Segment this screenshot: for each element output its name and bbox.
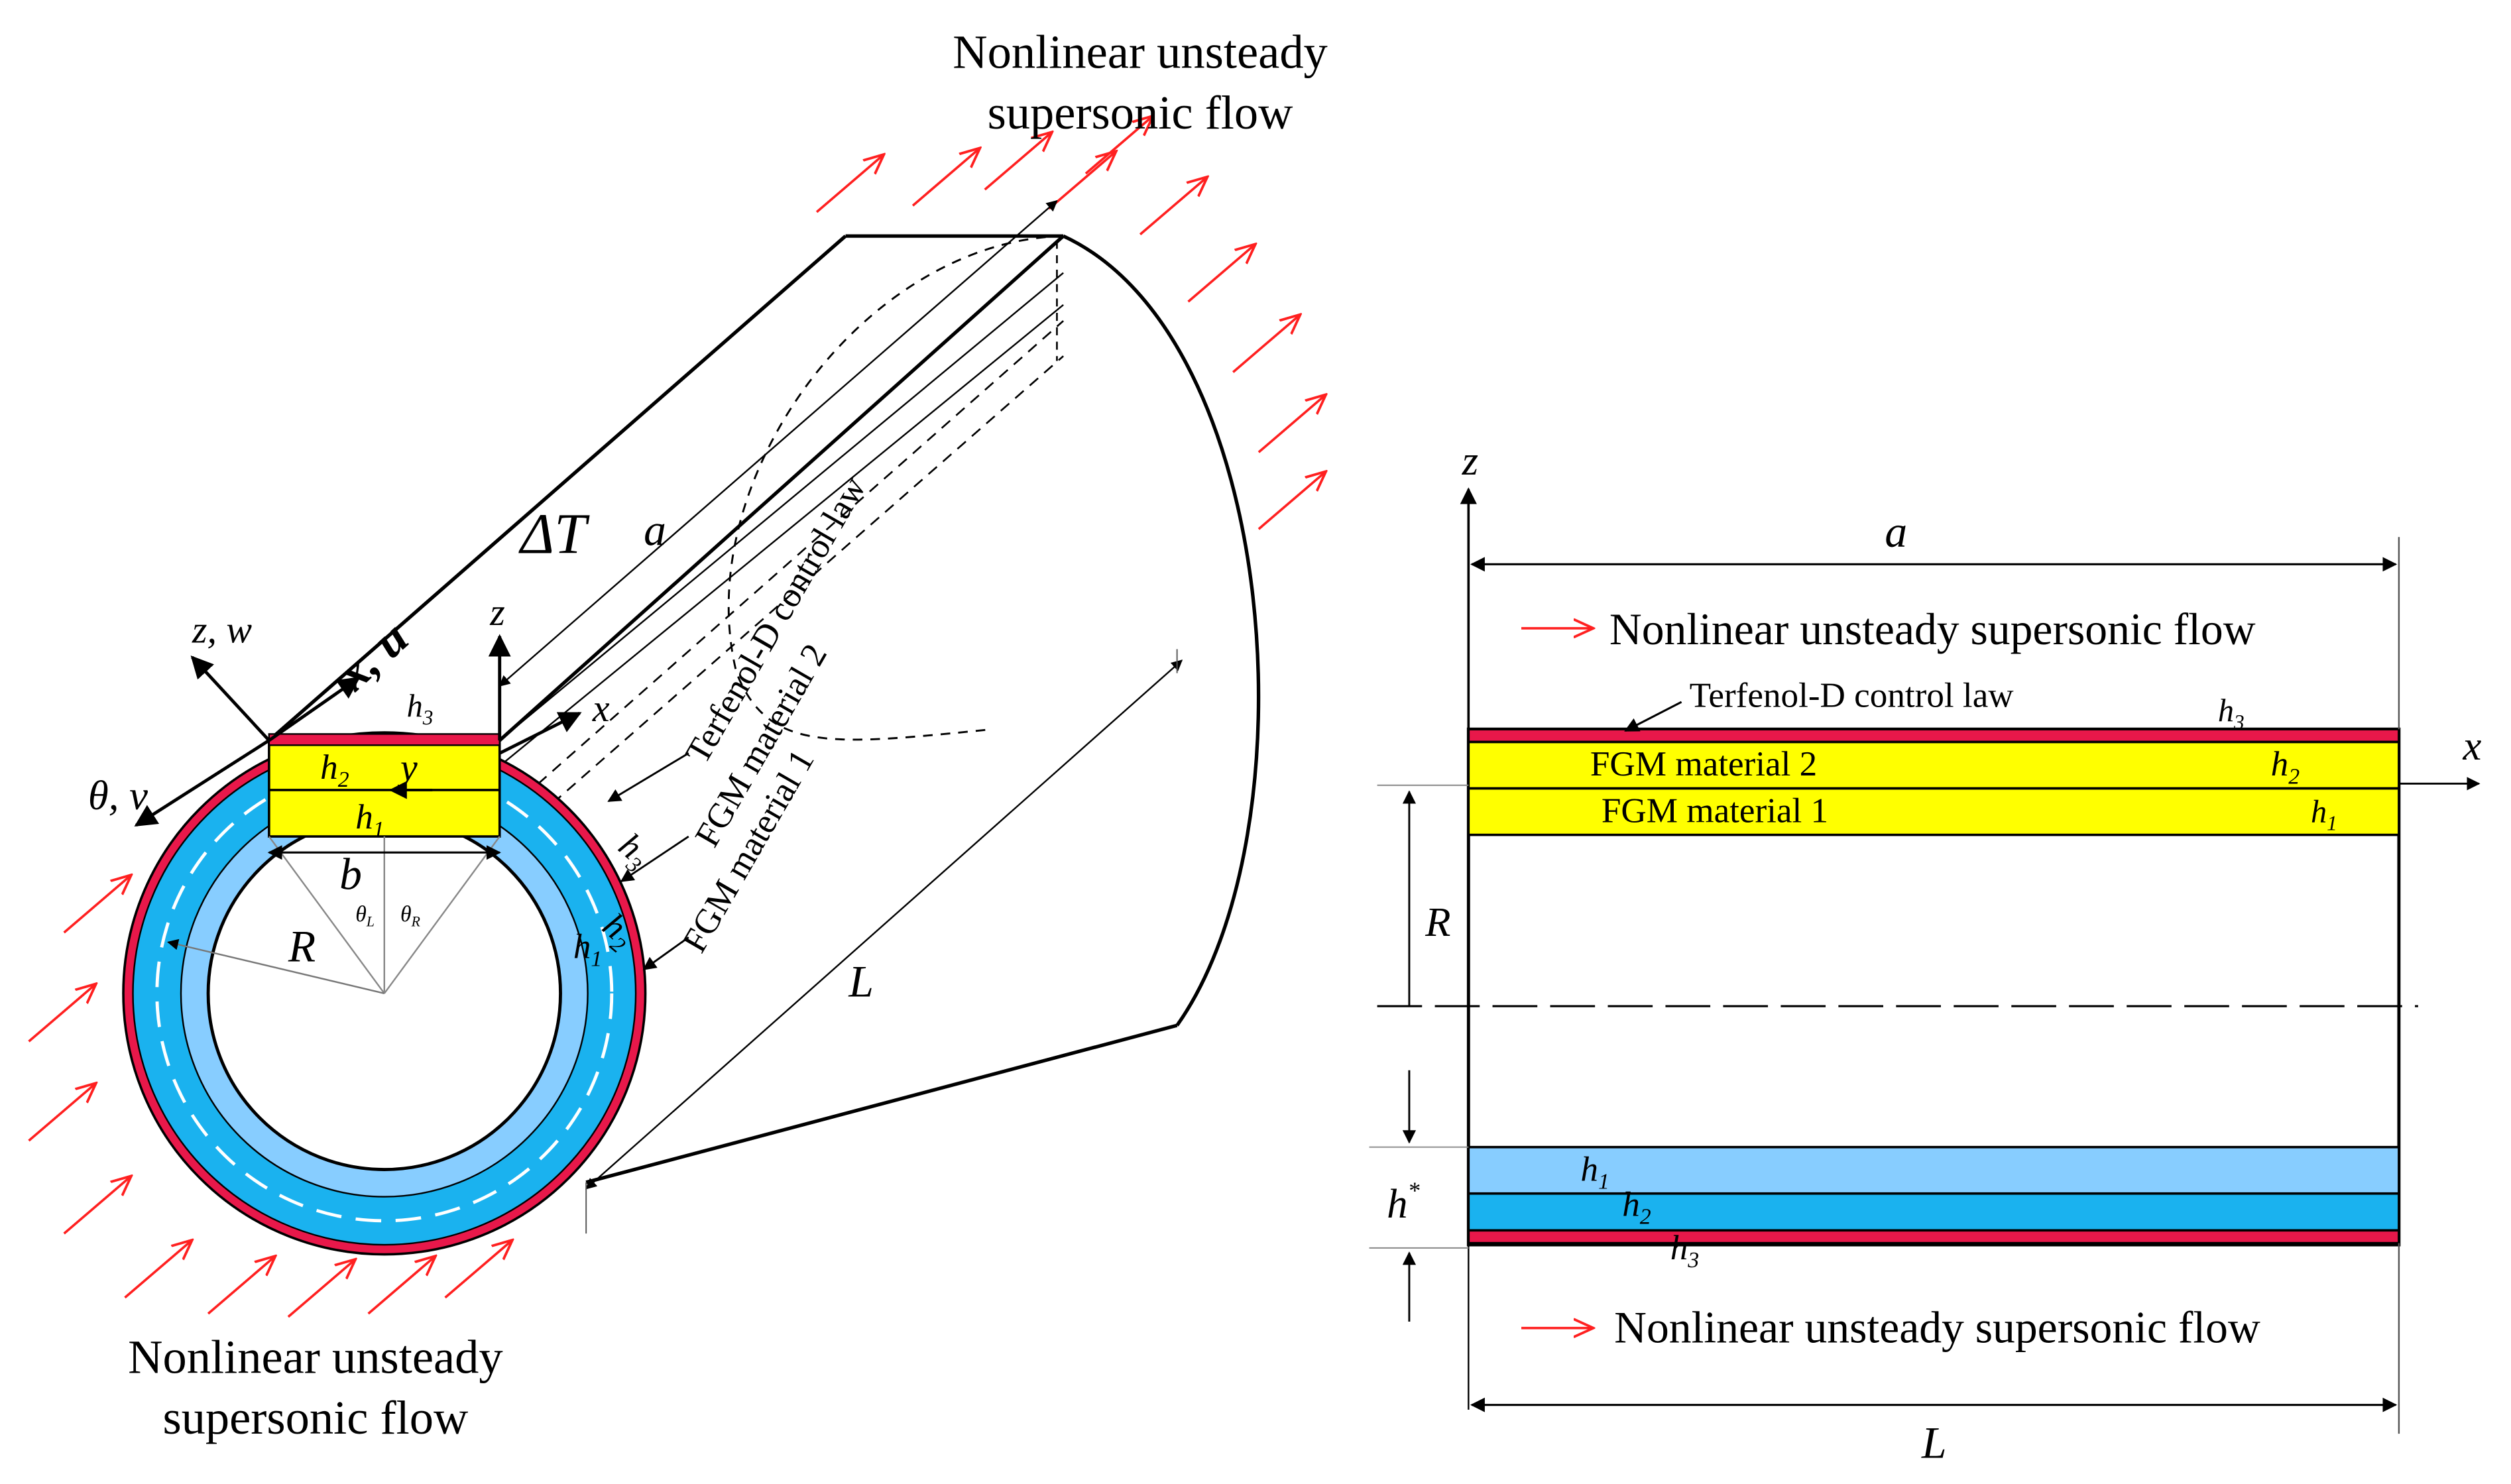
R-label-left: R xyxy=(288,921,316,971)
x-label-right: x xyxy=(2463,722,2482,769)
L-dimension xyxy=(585,659,1183,1190)
flow-arrow-top-3 xyxy=(984,132,1052,191)
theta-r-label: θR xyxy=(400,902,420,929)
bottom-flow-line2: supersonic flow xyxy=(162,1391,469,1444)
flow-arrow-top-9 xyxy=(1257,394,1326,453)
flow-arrow-top-5 xyxy=(1084,116,1153,175)
theta-v-label: θ, v xyxy=(88,772,148,819)
top-flow-label: Nonlinear unsteady supersonic flow xyxy=(953,25,1328,139)
terfenol-layer-top xyxy=(1467,728,2400,744)
fgm2-layer-top xyxy=(1467,740,2400,790)
flow-arrow-bottom-4 xyxy=(63,1176,131,1235)
R-label-right: R xyxy=(1425,899,1450,945)
flow-arrow-bottom-5 xyxy=(124,1240,192,1299)
bottom-flow-line1: Nonlinear unsteady xyxy=(128,1330,503,1383)
fgm2-layer-bottom xyxy=(1467,1192,2400,1232)
bottom-flow-label: Nonlinear unsteady supersonic flow xyxy=(128,1330,503,1444)
L-label-right: L xyxy=(1921,1418,1947,1467)
z-label-left: z xyxy=(489,591,505,634)
z-label-right: z xyxy=(1462,437,1478,484)
flow-arrows-top-right xyxy=(815,116,1326,530)
fgm1-layer-bottom xyxy=(1467,1145,2400,1195)
y-label-left: y xyxy=(397,746,418,789)
flow-arrow-bottom-7 xyxy=(287,1259,355,1318)
fgm1-label-right: FGM material 1 xyxy=(1602,791,1828,830)
layer-pointer-arrows xyxy=(607,752,689,970)
cylinder-3d-view: Nonlinear unsteady supersonic flow Nonli… xyxy=(28,25,1328,1444)
b-label: b xyxy=(339,850,362,899)
h2-label-right-bottom: h2 xyxy=(1622,1186,1651,1229)
a-dimension xyxy=(498,200,1058,687)
h3-label-right-top: h3 xyxy=(2218,693,2245,734)
L-label-left: L xyxy=(848,957,874,1007)
flow-label-right-bottom: Nonlinear unsteady supersonic flow xyxy=(1614,1302,2260,1352)
delta-t-label: ΔT xyxy=(518,502,590,565)
x-label-left: x xyxy=(592,687,610,730)
h2-label-right-top: h2 xyxy=(2271,745,2300,789)
fgm2-label-right: FGM material 2 xyxy=(1590,745,1817,783)
terfenol-label-right: Terfenol-D control law xyxy=(1690,676,2015,714)
flow-arrow-top-10 xyxy=(1257,471,1326,530)
cross-section-view: z x a L R h* Nonlinear unsteady superson… xyxy=(1369,437,2482,1467)
flow-arrows-bottom-left xyxy=(28,875,512,1318)
flow-arrow-top-7 xyxy=(1187,244,1256,303)
h-star-label: h* xyxy=(1387,1177,1420,1227)
flow-arrow-top-4 xyxy=(1048,151,1116,210)
flow-arrow-bottom-1 xyxy=(63,875,131,934)
a-label-right: a xyxy=(1885,507,1907,557)
h1-label-right-bottom: h1 xyxy=(1580,1150,1609,1194)
flow-arrow-bottom-9 xyxy=(444,1240,512,1299)
flow-arrow-top-1 xyxy=(815,154,884,213)
h1-label-patch: h1 xyxy=(355,798,384,842)
flow-arrow-bottom-6 xyxy=(207,1256,275,1315)
flow-arrow-bottom-3 xyxy=(28,1083,95,1142)
h3-label-patch: h3 xyxy=(407,689,434,729)
fgm1-layer-top xyxy=(1467,787,2400,836)
flow-arrow-top-8 xyxy=(1232,314,1300,373)
flow-arrow-top-2 xyxy=(911,148,980,207)
terfenol-layer-bottom xyxy=(1467,1229,2400,1245)
h3-label-right-bottom: h3 xyxy=(1670,1229,1699,1273)
a-label-left: a xyxy=(644,505,666,555)
h2-label-patch: h2 xyxy=(320,748,349,792)
h1-label-ring: h1 xyxy=(573,928,602,972)
flow-arrow-bottom-8 xyxy=(367,1256,436,1315)
flow-arrow-bottom-2 xyxy=(28,984,95,1043)
top-flow-line2: supersonic flow xyxy=(988,86,1294,139)
z-w-label: z, w xyxy=(192,608,253,652)
top-flow-line1: Nonlinear unsteady xyxy=(953,25,1328,78)
h1-label-right-top: h1 xyxy=(2311,794,2337,834)
theta-l-label: θL xyxy=(355,902,375,929)
flow-arrow-top-6 xyxy=(1139,177,1207,236)
flow-label-right-top: Nonlinear unsteady supersonic flow xyxy=(1609,604,2256,654)
radius-lines xyxy=(167,836,500,994)
axes-left xyxy=(134,634,582,827)
